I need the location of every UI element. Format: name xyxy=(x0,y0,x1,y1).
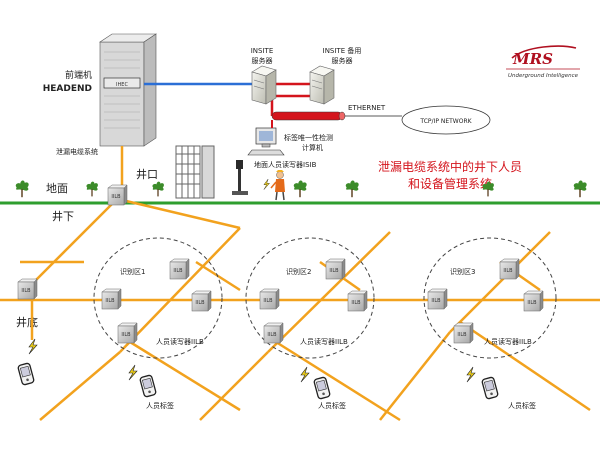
zone-tag-label-3: 人员标签 xyxy=(508,401,536,410)
ihec-panel-label: IHEC xyxy=(116,82,128,88)
tag-device-icon xyxy=(16,362,36,386)
backup-server-icon xyxy=(309,65,335,105)
lightning-icon xyxy=(466,366,476,383)
server-icon xyxy=(251,65,277,105)
lightning-icon xyxy=(128,364,138,381)
tree-icon xyxy=(345,180,359,198)
iilb-reader-node: IILB xyxy=(325,258,346,280)
backup-server-label-2: 服务器 xyxy=(332,56,353,65)
zone-circle-2 xyxy=(245,237,375,359)
primary-server-label-2: 服务器 xyxy=(252,56,273,65)
iilb-node-label: IILB xyxy=(21,288,31,294)
zone-label-3: 识别区3 xyxy=(450,267,475,276)
ground-label: 地面 xyxy=(46,182,68,195)
iilb-reader-node: IILB xyxy=(191,290,212,312)
zone-tag-label-1: 人员标签 xyxy=(146,401,174,410)
lightning-icon xyxy=(300,366,310,383)
zone-reader-label-1: 人员读写器IILB xyxy=(156,337,204,346)
leaky-cable-network xyxy=(0,146,600,422)
zone-label-1: 识别区1 xyxy=(120,267,145,276)
underground-label: 井下 xyxy=(52,209,74,223)
shaft-bottom-label: 井底 xyxy=(16,315,38,329)
headend-label-cn: 前端机 xyxy=(65,69,92,81)
well-mouth-label: 井口 xyxy=(136,167,158,181)
iilb-node-label: IILB xyxy=(121,332,131,338)
tag-device-icon xyxy=(312,376,332,400)
surface-reader-label: 地面人员读写器ISIB xyxy=(254,160,317,169)
iilb-reader-node: IILB xyxy=(107,184,128,206)
iilb-node-label: IILB xyxy=(173,268,183,274)
tree-icon xyxy=(15,180,29,198)
tcpip-network-cloud xyxy=(401,105,491,135)
mrs-logo: MRS Underground Intelligence xyxy=(506,45,580,79)
iilb-reader-node: IILB xyxy=(427,288,448,310)
tree-icon xyxy=(293,180,307,198)
iilb-node-label: IILB xyxy=(329,268,339,274)
iilb-reader-node: IILB xyxy=(347,290,368,312)
tag-devices xyxy=(16,338,500,400)
tag-device-icon xyxy=(480,376,500,400)
card-reader-icon xyxy=(232,160,248,195)
iilb-reader-node: IILB xyxy=(117,322,138,344)
iilb-reader-node: IILB xyxy=(17,278,38,300)
iilb-node-layer: IILB IILB IILB IILB IILB IILB IILB IILB IILB IILB… xyxy=(17,184,544,344)
iilb-reader-node: IILB xyxy=(499,258,520,280)
iilb-reader-node: IILB xyxy=(101,288,122,310)
logo-tagline: Underground Intelligence xyxy=(508,73,579,79)
iilb-node-label: IILB xyxy=(457,332,467,338)
primary-server-label-1: INSITE xyxy=(251,47,274,55)
iilb-reader-node: IILB xyxy=(453,322,474,344)
zone-circle-1 xyxy=(93,237,223,359)
zone-reader-label-3: 人员读写器IILB xyxy=(484,337,532,346)
detection-pc-label-1: 标签唯一性检测 xyxy=(284,133,333,142)
lightning-icon xyxy=(263,178,270,190)
iilb-node-label: IILB xyxy=(195,300,205,306)
detection-pc-label-2: 计算机 xyxy=(302,143,323,152)
computer-icon xyxy=(247,127,285,156)
backup-server-label-1: INSITE 备用 xyxy=(323,46,362,55)
logo-brand: MRS xyxy=(512,50,553,68)
tree-row xyxy=(15,180,587,198)
tree-icon xyxy=(152,181,164,197)
tree-icon xyxy=(86,181,98,197)
zone-label-2: 识别区2 xyxy=(286,267,311,276)
iilb-node-label: IILB xyxy=(503,268,513,274)
iilb-node-label: IILB xyxy=(527,300,537,306)
iilb-node-label: IILB xyxy=(263,298,273,304)
ethernet-bus xyxy=(271,111,402,121)
ethernet-label: ETHERNET xyxy=(348,104,386,112)
iilb-node-label: IILB xyxy=(267,332,277,338)
diagram-title-line2: 和设备管理系统 xyxy=(408,176,492,191)
headend-cabinet: IHEC xyxy=(99,33,157,147)
iilb-reader-node: IILB xyxy=(169,258,190,280)
iilb-node-label: IILB xyxy=(105,298,115,304)
leaky-cable-label: 泄漏电缆系统 xyxy=(56,147,98,156)
tcpip-label: TCP/IP NETWORK xyxy=(419,118,472,125)
worker-icon xyxy=(270,170,285,201)
iilb-reader-node: IILB xyxy=(263,322,284,344)
zone-reader-label-2: 人员读写器IILB xyxy=(300,337,348,346)
iilb-node-label: IILB xyxy=(431,298,441,304)
tree-icon xyxy=(573,180,587,198)
headend-label-en: HEADEND xyxy=(43,84,92,94)
iilb-node-label: IILB xyxy=(111,194,121,200)
zone-tag-label-2: 人员标签 xyxy=(318,401,346,410)
tag-device-icon xyxy=(138,374,158,398)
zone-circle-3 xyxy=(423,237,557,359)
iilb-reader-node: IILB xyxy=(259,288,280,310)
ihec-panel xyxy=(103,77,141,89)
lightning-icon xyxy=(28,338,38,355)
iilb-reader-node: IILB xyxy=(523,290,544,312)
diagram-title-line1: 泄漏电缆系统中的井下人员 xyxy=(378,159,522,174)
iilb-node-label: IILB xyxy=(351,300,361,306)
turnstile-icon xyxy=(175,145,215,199)
